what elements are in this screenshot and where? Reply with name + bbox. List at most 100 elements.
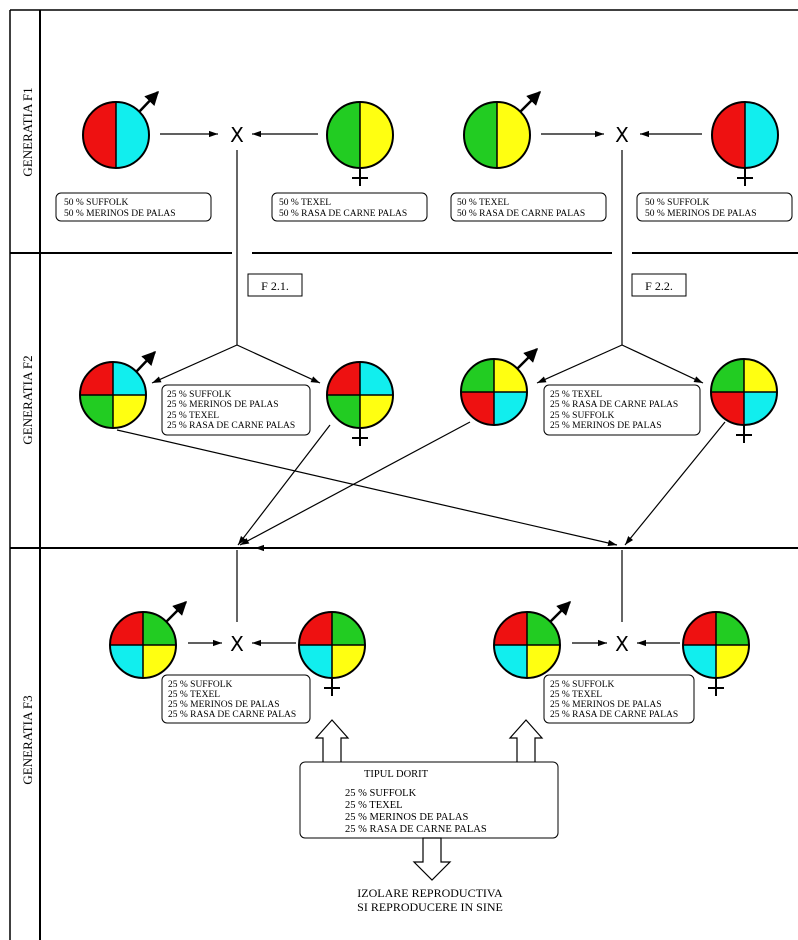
segment-merinos [299,645,332,678]
generation-label-f3: GENERATIA F3 [20,695,35,784]
segment-rasa [360,102,393,168]
segment-suffolk [110,612,143,645]
segment-suffolk [711,392,744,425]
segment-texel [327,102,360,168]
box-line: 50 % MERINOS DE PALAS [64,209,176,219]
segment-rasa [113,395,146,428]
segment-suffolk [494,612,527,645]
f1-male-2 [463,91,541,169]
f3-male-1 [109,601,187,679]
segment-texel [143,612,176,645]
box-line: 25 % RASA DE CARNE PALAS [345,824,487,835]
box-line: 25 % TEXEL [167,411,219,421]
box-line: 25 % MERINOS DE PALAS [345,812,468,823]
segment-merinos [494,392,527,425]
f2-tag-label: F 2.1. [261,279,289,293]
box-line: 25 % TEXEL [345,800,403,811]
desired-type-title: TIPUL DORIT [364,769,429,780]
segment-rasa [332,645,365,678]
f3-male-2 [493,601,571,679]
segment-texel [327,395,360,428]
segment-texel [711,359,744,392]
f1-female-1 [326,101,394,186]
f2-female-2 [710,358,778,443]
footer-line-1: IZOLARE REPRODUCTIVA [357,886,503,900]
box-line: 25 % MERINOS DE PALAS [167,400,279,410]
segment-merinos [116,102,149,168]
segment-texel [80,395,113,428]
male-symbol-arrow [165,601,187,623]
box-line: 25 % SUFFOLK [550,411,615,421]
f3-box-2: 25 % SUFFOLK 25 % TEXEL 25 % MERINOS DE … [543,674,695,724]
box-line: 50 % RASA DE CARNE PALAS [279,209,407,219]
box-line: 25 % RASA DE CARNE PALAS [168,710,296,720]
f1-box-2: 50 % TEXEL 50 % RASA DE CARNE PALAS [271,192,428,222]
segment-texel [527,612,560,645]
cross-symbol-f3-right: X [615,632,629,656]
segment-suffolk [712,102,745,168]
box-line: 25 % TEXEL [168,690,220,700]
segment-suffolk [683,612,716,645]
box-line: 25 % RASA DE CARNE PALAS [550,400,678,410]
hollow-arrow-down [412,837,452,881]
f2-to-f3-connectors [116,421,726,622]
box-line: 50 % RASA DE CARNE PALAS [457,209,585,219]
f1-male-1 [82,90,159,169]
box-line: 25 % SUFFOLK [168,680,233,690]
box-line: 50 % SUFFOLK [64,198,129,208]
segment-texel [332,612,365,645]
f2-tag-label: F 2.2. [645,279,673,293]
cross-symbol-f1-left: X [230,123,244,147]
segment-suffolk [327,362,360,395]
box-line: 25 % RASA DE CARNE PALAS [550,710,678,720]
segment-texel [464,102,497,168]
segment-suffolk [461,392,494,425]
box-line: 25 % SUFFOLK [550,680,615,690]
f2-box-2: 25 % TEXEL 25 % RASA DE CARNE PALAS 25 %… [543,384,701,436]
box-line: 50 % SUFFOLK [645,198,710,208]
segment-texel [461,359,494,392]
segment-rasa [744,359,777,392]
box-line: 50 % TEXEL [279,198,331,208]
box-line: 25 % TEXEL [550,690,602,700]
male-symbol-arrow [549,601,571,623]
box-line: 50 % MERINOS DE PALAS [645,209,757,219]
cross-symbol-f3-left: X [230,632,244,656]
male-symbol-arrow [135,350,156,373]
segment-suffolk [80,362,113,395]
segment-suffolk [299,612,332,645]
f2-male-1 [79,350,156,429]
segment-rasa [527,645,560,678]
f1-box-4: 50 % SUFFOLK 50 % MERINOS DE PALAS [636,192,793,222]
f2-tag-1: F 2.1. [247,273,303,297]
segment-suffolk [83,102,116,168]
male-symbol-arrow [519,91,541,113]
box-line: 25 % MERINOS DE PALAS [550,421,662,431]
segment-rasa [143,645,176,678]
box-line: 25 % MERINOS DE PALAS [550,700,662,710]
f2-male-2 [460,348,538,426]
box-line: 25 % SUFFOLK [167,390,232,400]
f3-female-2 [682,611,750,696]
segment-rasa [497,102,530,168]
segment-merinos [494,645,527,678]
footer-line-2: SI REPRODUCERE IN SINE [357,900,503,914]
segment-merinos [113,362,146,395]
f2-tag-2: F 2.2. [631,273,687,297]
segment-texel [716,612,749,645]
f3-female-1 [298,611,366,696]
f1-box-3: 50 % TEXEL 50 % RASA DE CARNE PALAS [450,192,607,222]
segment-rasa [494,359,527,392]
f2-box-1: 25 % SUFFOLK 25 % MERINOS DE PALAS 25 % … [161,384,311,436]
male-symbol-arrow [516,348,538,370]
male-symbol-arrow [138,90,159,113]
box-line: 50 % TEXEL [457,198,509,208]
hollow-arrow-up-left [314,719,350,766]
generation-label-f2: GENERATIA F2 [20,355,35,444]
segment-merinos [745,102,778,168]
segment-rasa [360,395,393,428]
f2-female-1 [326,361,394,446]
box-line: 25 % MERINOS DE PALAS [168,700,280,710]
segment-merinos [683,645,716,678]
segment-merinos [360,362,393,395]
